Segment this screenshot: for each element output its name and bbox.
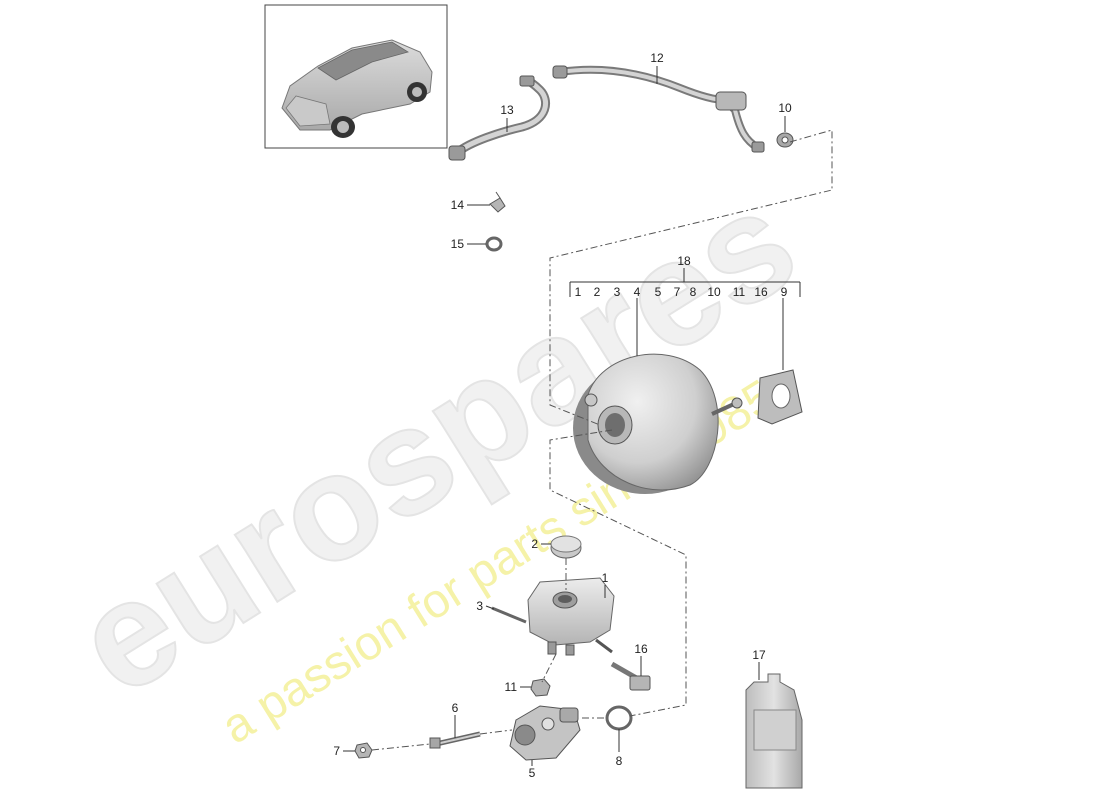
callout-16: 16 (634, 642, 648, 656)
vehicle-thumbnail (264, 4, 448, 149)
sensor-16 (610, 661, 651, 691)
brake-fluid-bottle-17 (745, 673, 803, 789)
car-icon (281, 39, 433, 138)
callout-13: 13 (500, 103, 514, 117)
clamp-15 (485, 236, 503, 252)
stud-6 (429, 731, 481, 749)
nut-11 (530, 678, 551, 697)
o-ring-8 (605, 705, 633, 731)
screw-3 (491, 606, 527, 624)
leader-lines (343, 66, 786, 766)
callout-12: 12 (650, 51, 664, 65)
kit-row-item: 10 (707, 285, 721, 299)
callout-17: 17 (752, 648, 766, 662)
kit-row-item: 7 (674, 285, 681, 299)
nut-7 (354, 742, 373, 759)
callout-1: 1 (602, 571, 609, 585)
fluid-reservoir-1 (527, 577, 615, 656)
callout-14: 14 (451, 198, 465, 212)
seal-10 (776, 132, 794, 148)
assembly-lines (371, 129, 833, 751)
callout-11: 11 (505, 680, 518, 694)
hose-13 (448, 75, 551, 161)
brake-booster-4 (573, 353, 743, 494)
kit-row-item: 11 (733, 285, 746, 299)
callout-6: 6 (452, 701, 459, 715)
gasket-9 (757, 369, 803, 425)
reservoir-cap-2 (550, 535, 582, 559)
kit-row-item: 3 (614, 285, 621, 299)
kit-row-item: 9 (781, 285, 788, 299)
callout-18: 18 (677, 254, 691, 268)
kit-row-item: 2 (594, 285, 601, 299)
clip-14 (489, 191, 506, 213)
kit-row-item: 1 (575, 285, 582, 299)
callout-10: 10 (778, 101, 792, 115)
kit-row-item: 4 (634, 285, 641, 299)
callout-7: 7 (333, 744, 340, 758)
kit-row-item: 16 (754, 285, 768, 299)
callout-5: 5 (529, 766, 536, 780)
callout-2: 2 (531, 537, 538, 551)
callout-15: 15 (451, 237, 465, 251)
callout-labels: 12 13 10 14 15 18 2 1 3 16 11 6 7 5 8 17 (333, 51, 792, 780)
master-cylinder-5 (509, 705, 581, 761)
callout-3: 3 (476, 599, 483, 613)
callout-8: 8 (616, 754, 623, 768)
kit-row-item: 8 (690, 285, 697, 299)
hose-12 (552, 65, 765, 153)
kit-row-item: 5 (655, 285, 662, 299)
